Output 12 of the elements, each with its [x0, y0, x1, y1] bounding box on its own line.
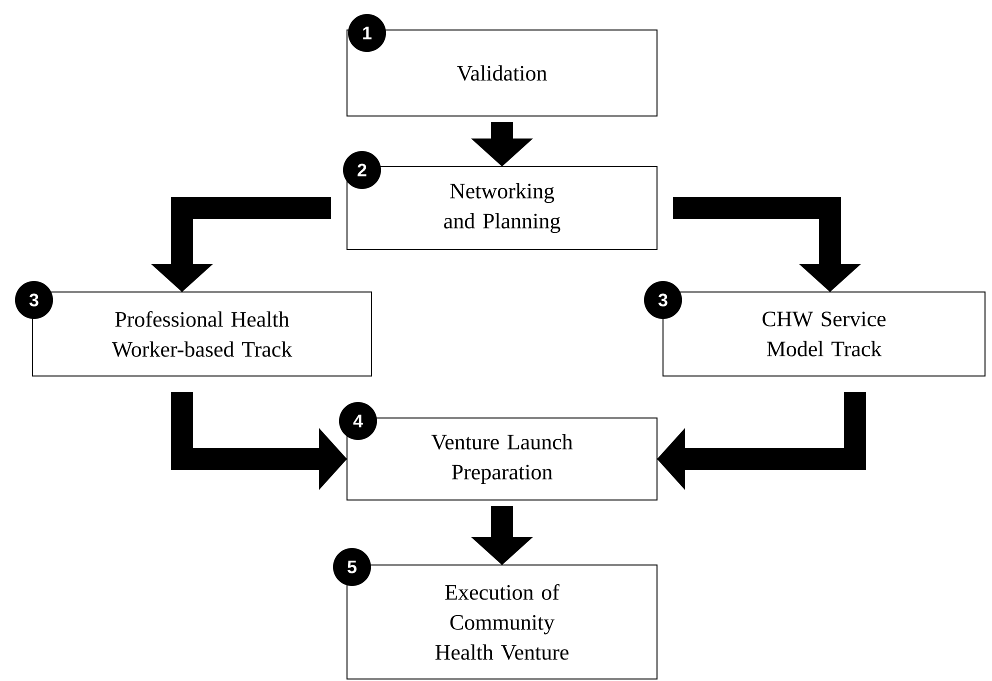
step-number: 5 — [333, 548, 371, 586]
block-arrow — [171, 392, 347, 490]
step-number: 2 — [343, 151, 381, 189]
block-arrow — [151, 197, 331, 292]
step-number: 1 — [348, 14, 386, 52]
block-arrow — [673, 197, 861, 292]
block-arrow — [471, 122, 533, 166]
step-number: 3 — [644, 281, 682, 319]
block-arrow — [657, 392, 866, 490]
step-number: 3 — [15, 281, 53, 319]
block-arrow — [471, 506, 533, 565]
step-number: 4 — [339, 402, 377, 440]
